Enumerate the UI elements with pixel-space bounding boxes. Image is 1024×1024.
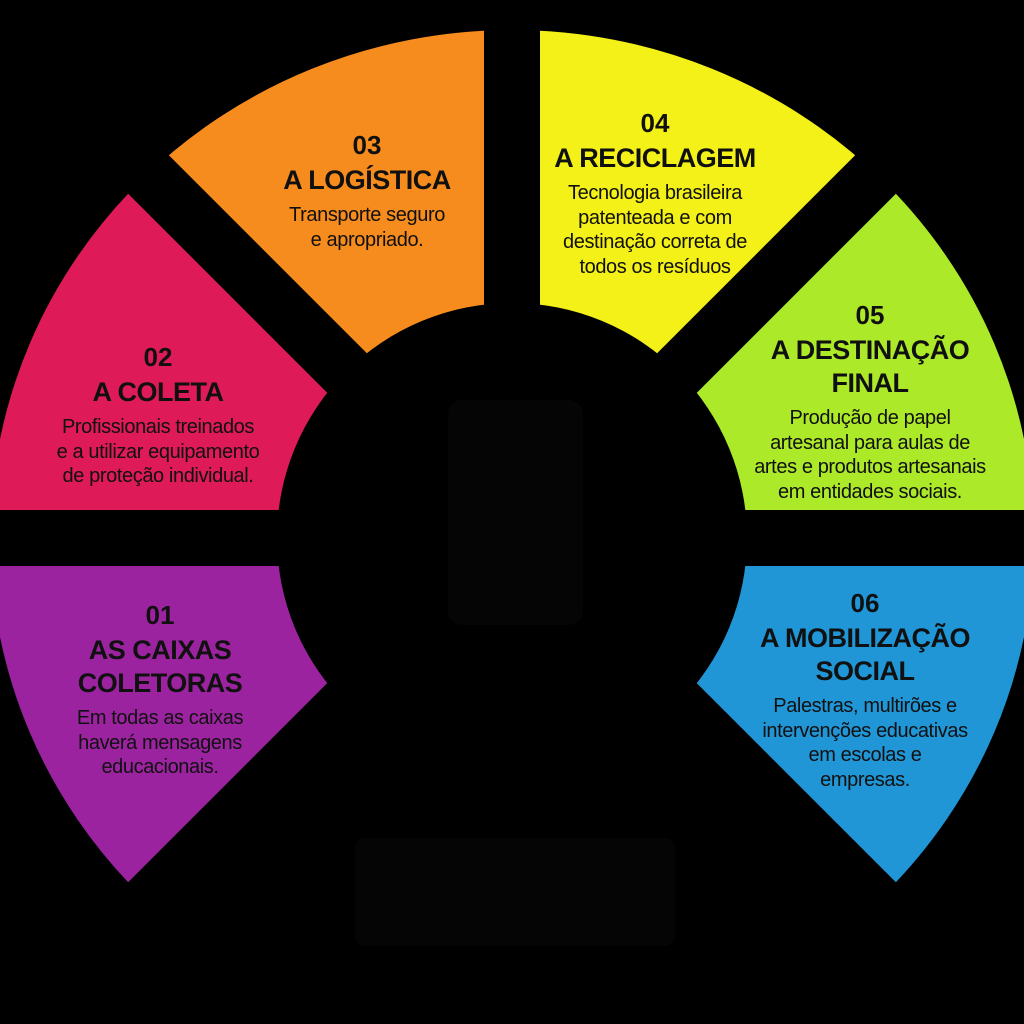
desc-line: Produção de papel: [789, 407, 951, 429]
desc-line: Profissionais treinados: [61, 416, 254, 438]
desc-line: destinação correta de: [563, 231, 747, 253]
segment-02-text: 02 A COLETA Profissionais treinados e a …: [8, 342, 308, 489]
segment-02-description: Profissionais treinados e a utilizar equ…: [8, 415, 308, 489]
segment-03-title: A LOGÍSTICA: [217, 164, 517, 197]
desc-line: patenteada e com: [578, 206, 732, 229]
desc-line: Transporte seguro: [289, 204, 445, 226]
segment-01-number: 01: [145, 600, 175, 630]
desc-line: e a utilizar equipamento: [56, 440, 260, 463]
desc-line: em entidades sociais.: [778, 480, 962, 503]
desc-line: empresas.: [820, 768, 910, 791]
title-line: COLETORAS: [77, 668, 243, 698]
title-line: A RECICLAGEM: [554, 143, 756, 173]
segment-02-number: 02: [143, 342, 173, 372]
desc-line: Em todas as caixas: [76, 707, 244, 729]
segment-04-text: 04 A RECICLAGEM Tecnologia brasileira pa…: [505, 108, 805, 279]
title-line: A DESTINAÇÃO: [770, 335, 970, 365]
segment-03-text: 03 A LOGÍSTICA Transporte seguro e aprop…: [217, 130, 517, 252]
segment-06-description: Palestras, multirões e intervenções educ…: [700, 694, 1024, 792]
desc-line: artesanal para aulas de: [770, 431, 970, 454]
segment-01-title: AS CAIXAS COLETORAS: [10, 634, 310, 700]
segment-06-title: A MOBILIZAÇÃO SOCIAL: [700, 622, 1024, 688]
desc-line: todos os resíduos: [579, 255, 731, 278]
desc-line: haverá mensagens: [78, 731, 242, 754]
segment-05-description: Produção de papel artesanal para aulas d…: [705, 406, 1024, 504]
title-line: A MOBILIZAÇÃO: [760, 623, 970, 653]
title-line: FINAL: [831, 368, 909, 398]
segment-06-number: 06: [850, 588, 880, 618]
desc-line: artes e produtos artesanais: [754, 456, 986, 478]
segment-05-title: A DESTINAÇÃO FINAL: [705, 334, 1024, 400]
segment-02-title: A COLETA: [8, 376, 308, 409]
segment-03-description: Transporte seguro e apropriado.: [217, 203, 517, 252]
desc-line: Palestras, multirões e: [773, 695, 957, 717]
segment-06-text: 06 A MOBILIZAÇÃO SOCIAL Palestras, multi…: [700, 588, 1024, 792]
segment-04-description: Tecnologia brasileira patenteada e com d…: [505, 181, 805, 279]
segment-04-number: 04: [640, 108, 670, 138]
segment-05-text: 05 A DESTINAÇÃO FINAL Produção de papel …: [705, 300, 1024, 504]
center-logo-silhouette: [448, 400, 583, 625]
desc-line: de proteção individual.: [62, 465, 254, 487]
segment-03-number: 03: [352, 130, 382, 160]
desc-line: intervenções educativas: [762, 719, 968, 742]
segment-04-title: A RECICLAGEM: [505, 142, 805, 175]
segment-01-text: 01 AS CAIXAS COLETORAS Em todas as caixa…: [10, 600, 310, 780]
desc-line: e apropriado.: [310, 228, 424, 251]
segment-05-number: 05: [855, 300, 885, 330]
desc-line: em escolas e: [808, 744, 922, 766]
title-line: A LOGÍSTICA: [283, 165, 451, 195]
desc-line: Tecnologia brasileira: [568, 182, 742, 204]
title-line: AS CAIXAS: [88, 635, 232, 665]
desc-line: educacionais.: [101, 756, 219, 778]
title-line: A COLETA: [92, 377, 225, 407]
bottom-wordmark-silhouette: [355, 838, 675, 946]
title-line: SOCIAL: [815, 656, 915, 686]
segment-01-description: Em todas as caixas haverá mensagens educ…: [10, 706, 310, 780]
